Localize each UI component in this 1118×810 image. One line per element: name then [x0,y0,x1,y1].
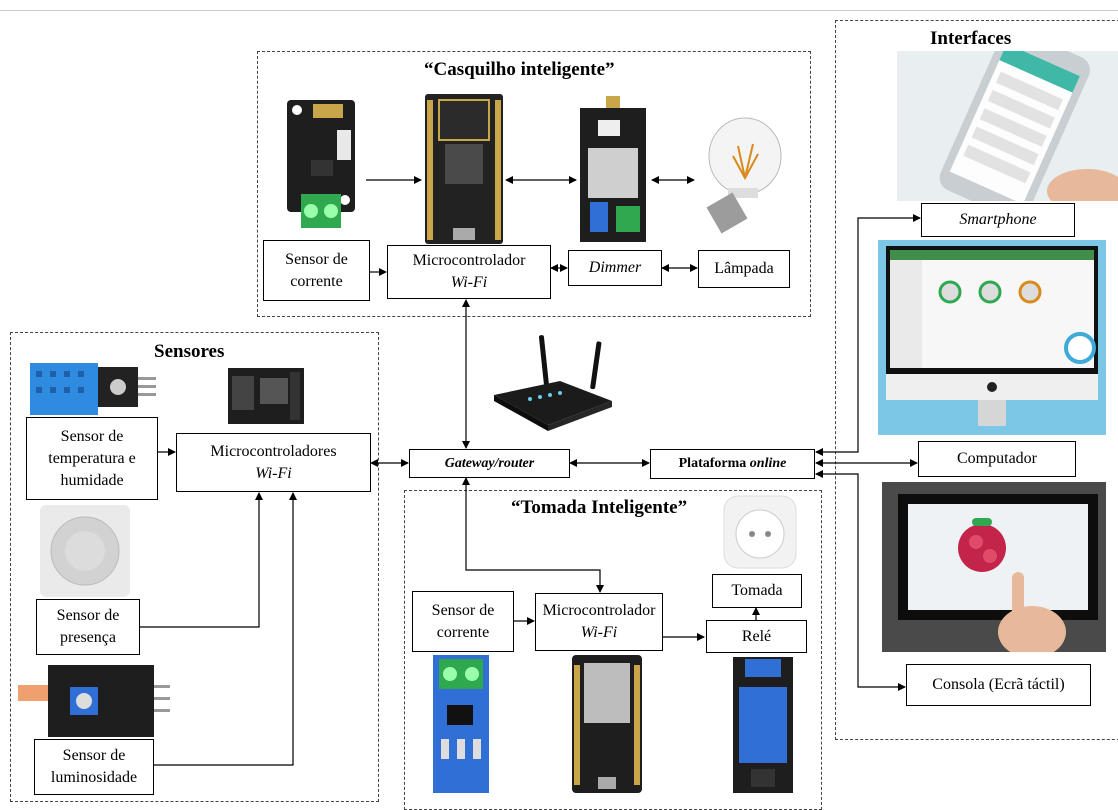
group-sensores-title: Sensores [154,341,225,362]
microcontroladores-box: Microcontroladores Wi-Fi [176,433,371,492]
tom-micro-label-2: Wi-Fi [580,624,618,641]
consola-box: Consola (Ecrã táctil) [906,664,1091,706]
smartphone-label: Smartphone [959,211,1037,228]
smart-plug-icon [722,494,798,570]
connectors [140,176,921,766]
micros-label-1: Microcontroladores [210,442,337,460]
casq-sensor-corrente-box: Sensor de corrente [263,240,370,301]
light-sensor-icon [18,665,170,737]
presenca-box: Sensor de presença [36,599,140,655]
raspberry-touchscreen-icon [882,482,1106,652]
arrow-presenca-micros [140,492,263,628]
plataforma-online-box: Plataforma online [650,449,815,479]
casq-sensor-label-1: Sensor de [285,250,348,268]
current-sensor-board-icon [287,100,355,230]
micros-label-2: Wi-Fi [255,464,292,482]
luminosidade-box: Sensor de luminosidade [34,739,154,795]
esp8266-module-icon [228,368,304,424]
rele-box: Relé [706,620,807,653]
acs712-board-icon [433,655,489,793]
plataforma-label-1: Plataforma [678,456,747,471]
pir-sensor-icon [40,505,130,597]
presenca-label-1: Sensor de [56,607,120,624]
dimmer-label: Dimmer [588,259,642,276]
temp-humidade-box: Sensor de temperatura e humidade [26,417,158,500]
casq-micro-label-1: Microcontrolador [412,252,526,269]
casq-microcontrolador-box: Microcontrolador Wi-Fi [387,245,551,299]
router-icon [490,333,616,433]
plataforma-label-2: online [749,456,787,471]
arrow-lumin-micros [154,492,297,766]
smartphone-icon [897,51,1118,201]
lampada-label: Lâmpada [714,260,774,277]
relay-board-icon [733,657,793,793]
gateway-router-box: Gateway/router [409,449,570,478]
arrow-plataforma-consola [815,470,906,691]
tom-micro-label-1: Microcontrolador [542,602,656,619]
arrow-plataforma-smartphone [815,214,921,456]
temp-label-2: temperatura e [48,449,136,467]
lumin-label-2: luminosidade [50,769,138,786]
dimmer-box: Dimmer [568,250,662,286]
dht-sensor-icon [30,363,156,415]
rele-label: Relé [741,627,772,645]
computador-box: Computador [918,441,1076,477]
group-casquilho [257,51,811,317]
presenca-label-2: presença [60,629,116,646]
smartphone-box: Smartphone [921,203,1075,237]
lumin-label-1: Sensor de [62,747,126,764]
group-casquilho-title: “Casquilho inteligente” [424,59,615,80]
light-bulb-icon [698,116,784,234]
tom-sensor-label-2: corrente [436,623,490,641]
nodemcu-board-icon [425,94,503,244]
gateway-label: Gateway/router [444,455,535,471]
group-interfaces-title: Interfaces [930,28,1012,49]
casq-micro-label-2: Wi-Fi [450,274,488,291]
tom-sensor-corrente-box: Sensor de corrente [412,591,514,652]
arrow-gateway-tom-micro [462,477,604,593]
tom-sensor-label-1: Sensor de [431,601,495,619]
casq-sensor-label-2: corrente [290,272,343,290]
temp-label-1: Sensor de [60,427,124,445]
lampada-box: Lâmpada [698,250,790,288]
tomada-box: Tomada [712,574,802,608]
temp-label-3: humidade [60,471,124,489]
iot-architecture-diagram: “Casquilho inteligente” Sensores “Tomada… [0,10,1118,810]
tom-microcontrolador-box: Microcontrolador Wi-Fi [535,593,663,651]
consola-label: Consola (Ecrã táctil) [932,676,1065,693]
esp32-board-icon [572,655,642,793]
dimmer-board-icon [580,96,646,242]
computador-label: Computador [957,450,1037,467]
top-rule [0,10,1118,11]
tomada-label: Tomada [731,582,783,599]
